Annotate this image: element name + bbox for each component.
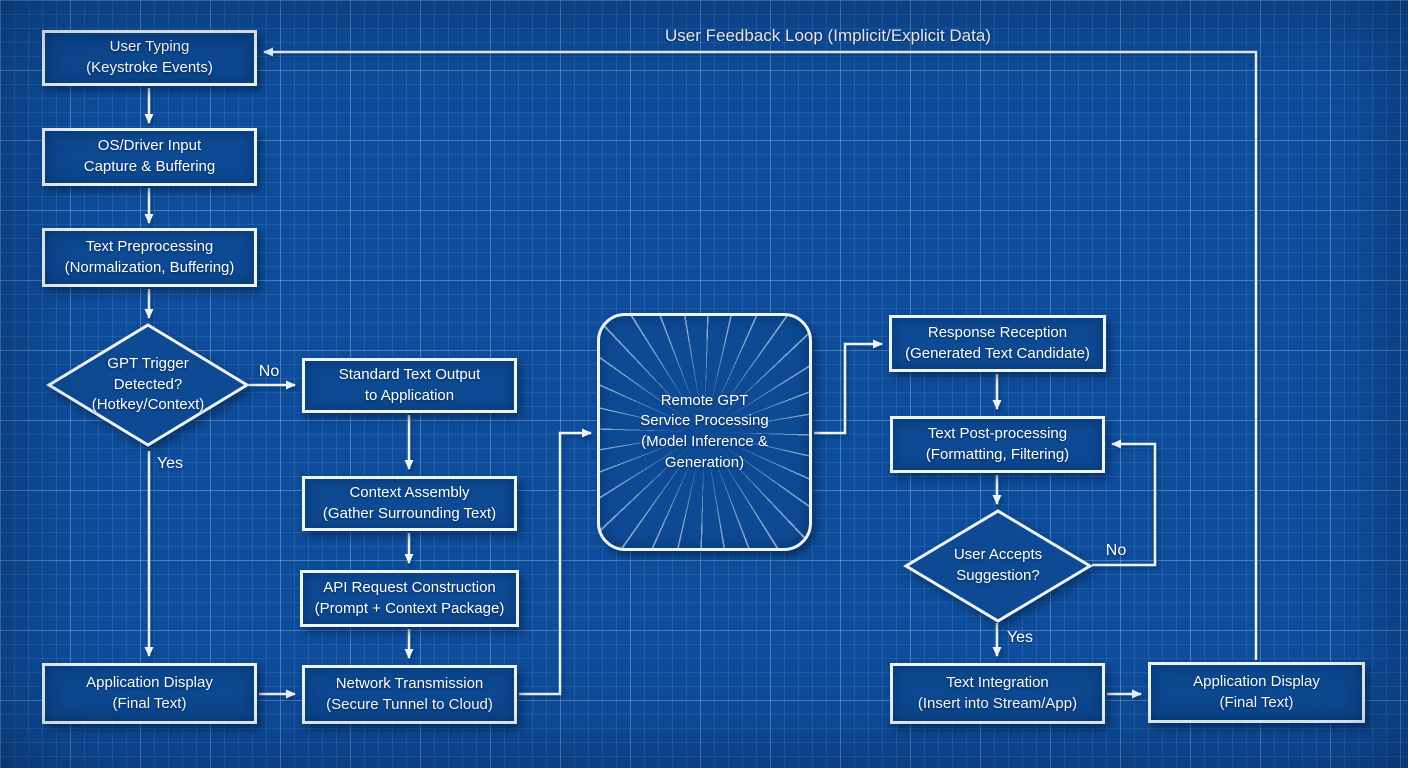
node-context-assembly-label: Context Assembly (Gather Surrounding Tex… [322,483,497,522]
node-network-transmission-label: Network Transmission (Secure Tunnel to C… [326,674,493,713]
node-trigger-decision-label: GPT Trigger Detected? (Hotkey/Context) [91,354,205,414]
node-app-display-right-label: Application Display (Final Text) [1193,672,1320,711]
node-accept-decision: User Accepts Suggestion? [902,507,1094,625]
node-response-reception: Response Reception (Generated Text Candi… [889,315,1106,372]
node-preprocessing-label: Text Preprocessing (Normalization, Buffe… [64,237,235,276]
node-context-assembly: Context Assembly (Gather Surrounding Tex… [302,476,517,531]
node-preprocessing: Text Preprocessing (Normalization, Buffe… [42,228,257,287]
node-user-typing-label: User Typing (Keystroke Events) [86,38,213,76]
node-response-reception-label: Response Reception (Generated Text Candi… [905,323,1090,362]
node-standard-output-label: Standard Text Output to Application [338,365,481,404]
node-network-transmission: Network Transmission (Secure Tunnel to C… [302,665,517,724]
trigger-decision-diamond-shape [46,323,250,447]
node-remote-gpt: Remote GPT Service Processing (Model Inf… [597,313,812,551]
node-api-request-label: API Request Construction (Prompt + Conte… [314,578,505,617]
edge-network-transmission-to-remote-gpt [519,428,592,696]
node-text-integration-label: Text Integration (Insert into Stream/App… [917,673,1078,712]
node-user-typing: User Typing (Keystroke Events) [42,30,257,86]
edge-accept-no-to-post-processing [1092,439,1157,567]
node-post-processing: Text Post-processing (Formatting, Filter… [890,416,1105,473]
node-os-input-label: OS/Driver Input Capture & Buffering [83,137,216,175]
node-trigger-decision: GPT Trigger Detected? (Hotkey/Context) [45,321,251,449]
edge-label-accept-no: No [1105,542,1127,559]
node-accept-decision-label: User Accepts Suggestion? [953,546,1043,584]
node-post-processing-label: Text Post-processing (Formatting, Filter… [925,424,1070,463]
accept-decision-diamond-shape [903,509,1093,623]
node-text-integration: Text Integration (Insert into Stream/App… [890,663,1105,724]
node-standard-output: Standard Text Output to Application [302,358,517,413]
node-app-display-right: Application Display (Final Text) [1148,662,1365,723]
edge-feedback-loop [263,47,1258,660]
node-api-request: API Request Construction (Prompt + Conte… [300,570,519,627]
edge-label-accept-yes: Yes [1006,629,1034,646]
edge-remote-gpt-to-response-reception [814,339,883,435]
edge-label-feedback-loop: User Feedback Loop (Implicit/Explicit Da… [665,26,991,45]
starburst-decoration [600,316,809,548]
edge-label-trigger-yes: Yes [156,455,184,472]
node-app-display-left-label: Application Display (Final Text) [86,673,213,712]
node-os-input: OS/Driver Input Capture & Buffering [42,128,257,186]
node-app-display-left: Application Display (Final Text) [42,663,257,724]
edge-label-trigger-no: No [258,363,280,380]
node-remote-gpt-label: Remote GPT Service Processing (Model Inf… [640,391,769,471]
